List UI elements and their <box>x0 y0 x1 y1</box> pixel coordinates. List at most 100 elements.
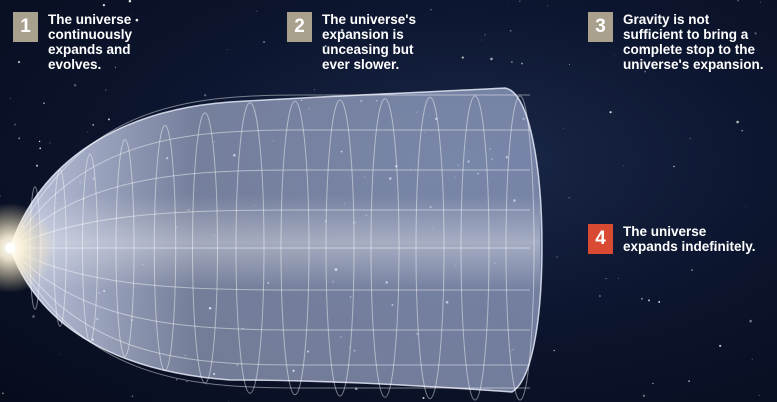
star <box>509 29 512 32</box>
grid-meridian <box>9 209 530 249</box>
big-bang-origin-glow <box>0 203 55 293</box>
star <box>754 32 757 35</box>
star <box>741 129 743 132</box>
star <box>641 297 643 300</box>
grid-cross-section <box>192 112 218 384</box>
star <box>49 142 51 144</box>
star <box>324 45 327 48</box>
star <box>605 278 607 280</box>
star <box>263 41 266 44</box>
grid-cross-section <box>82 153 98 343</box>
step-number-badge: 4 <box>588 224 613 254</box>
star <box>568 197 570 199</box>
star <box>508 2 509 4</box>
star <box>107 118 110 121</box>
grid-meridian <box>9 169 530 249</box>
star <box>383 20 385 22</box>
step-text: Gravity is not sufficient to bring a com… <box>623 12 764 72</box>
star <box>719 344 722 348</box>
star <box>521 62 524 65</box>
star <box>673 165 675 168</box>
star <box>481 39 482 41</box>
star <box>689 137 691 140</box>
star <box>694 228 696 229</box>
grid-cross-section <box>235 102 265 394</box>
star <box>749 319 752 323</box>
star <box>760 1 762 3</box>
star <box>736 120 739 124</box>
star <box>562 128 564 129</box>
grid-meridian <box>9 129 530 249</box>
star <box>17 61 21 64</box>
star <box>0 195 1 197</box>
star <box>613 54 615 56</box>
star <box>623 165 624 167</box>
star <box>32 315 35 318</box>
star <box>39 147 42 150</box>
star <box>135 18 139 22</box>
grid-meridian <box>9 94 530 249</box>
grid-cross-section <box>153 124 177 372</box>
star <box>18 137 21 140</box>
star <box>73 84 77 87</box>
star <box>1 392 4 395</box>
star <box>128 0 132 3</box>
star <box>130 14 132 16</box>
grid-meridian <box>9 247 530 366</box>
star <box>519 0 521 2</box>
star <box>186 380 188 382</box>
star <box>104 89 107 91</box>
star <box>652 382 654 385</box>
star <box>691 269 693 271</box>
star <box>54 64 56 66</box>
star <box>644 71 646 73</box>
star <box>647 299 651 302</box>
step-1: 1 The universe continuously expands and … <box>13 12 132 72</box>
grid-cross-section <box>505 95 535 401</box>
star <box>204 94 207 97</box>
step-2: 2 The universe's expansion is unceasing … <box>287 12 416 72</box>
star <box>206 384 208 385</box>
star <box>461 56 464 59</box>
step-text: The universe continuously expands and ev… <box>48 12 132 72</box>
grid-lines <box>9 94 535 401</box>
star <box>751 358 753 360</box>
grid-cross-section <box>280 100 310 396</box>
grid-cross-section <box>415 96 445 400</box>
star <box>422 397 425 399</box>
star <box>340 28 344 32</box>
star <box>63 57 64 59</box>
star <box>713 247 717 251</box>
step-number-badge: 3 <box>588 12 613 42</box>
star <box>490 57 493 61</box>
step-text: The universe's expansion is unceasing bu… <box>322 12 416 72</box>
star <box>227 49 229 51</box>
star <box>568 63 570 65</box>
star <box>658 300 661 303</box>
grid-cross-section <box>370 98 400 398</box>
grid-cross-section <box>460 95 490 401</box>
step-3: 3 Gravity is not sufficient to bring a c… <box>588 12 764 72</box>
star <box>618 277 619 279</box>
star <box>510 60 513 64</box>
bright-core-band <box>40 195 540 290</box>
star <box>758 394 760 396</box>
step-number-badge: 2 <box>287 12 312 42</box>
grid-meridian <box>9 247 530 389</box>
star <box>313 88 316 91</box>
star <box>38 140 41 143</box>
big-bang-origin-point <box>5 243 15 253</box>
star <box>669 228 671 230</box>
star <box>102 3 106 7</box>
star <box>430 9 432 11</box>
star <box>176 379 178 381</box>
star <box>114 66 116 68</box>
star <box>746 244 748 246</box>
grid-cross-section <box>115 139 135 357</box>
star <box>484 33 486 36</box>
grid-meridian <box>9 247 530 331</box>
grid-meridian <box>9 247 530 291</box>
star <box>92 124 94 126</box>
step-number-badge: 1 <box>13 12 38 42</box>
